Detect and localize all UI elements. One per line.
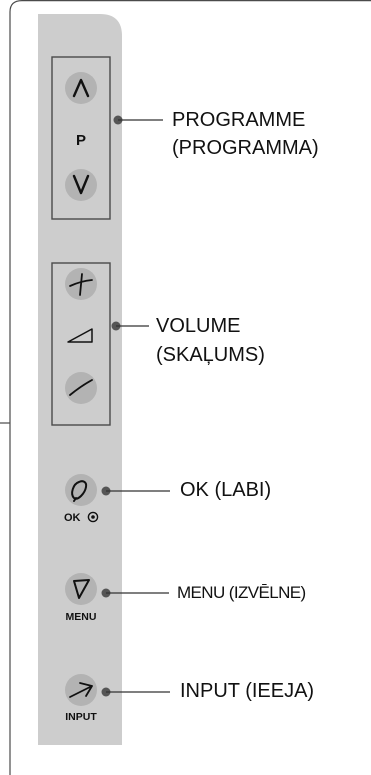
programme-up-button[interactable]	[65, 72, 97, 104]
chevron-down-icon	[72, 174, 90, 195]
volume-callout-line1: VOLUME	[156, 315, 241, 337]
volume-up-button[interactable]	[65, 268, 97, 300]
programme-callout-line2: (PROGRAMMA)	[172, 137, 319, 159]
input-button[interactable]	[65, 674, 97, 706]
circle-dot-icon	[87, 511, 99, 523]
volume-down-button[interactable]	[65, 372, 97, 404]
programme-letter: P	[76, 132, 86, 149]
plus-icon	[69, 273, 93, 296]
input-button-label: INPUT	[65, 711, 97, 723]
ok-icon	[71, 480, 88, 502]
input-arrow-icon	[69, 682, 93, 698]
volume-triangle-icon	[67, 328, 93, 343]
input-callout: INPUT (IEEJA)	[180, 680, 315, 702]
programme-down-button[interactable]	[65, 169, 97, 201]
ok-button[interactable]	[65, 474, 97, 506]
minus-icon	[69, 379, 93, 396]
menu-callout: MENU (IZVĒLNE)	[177, 583, 306, 602]
programme-callout-line1: PROGRAMME	[172, 109, 306, 131]
volume-button-group	[51, 262, 111, 426]
menu-button-label: MENU	[66, 611, 97, 623]
volume-callout-line2: (SKAĻUMS)	[156, 344, 265, 366]
menu-icon	[73, 579, 90, 599]
ok-callout: OK (LABI)	[180, 479, 272, 501]
chevron-up-icon	[72, 78, 90, 98]
ok-button-label: OK	[64, 512, 81, 524]
menu-button[interactable]	[65, 573, 97, 605]
programme-button-group	[51, 56, 111, 220]
